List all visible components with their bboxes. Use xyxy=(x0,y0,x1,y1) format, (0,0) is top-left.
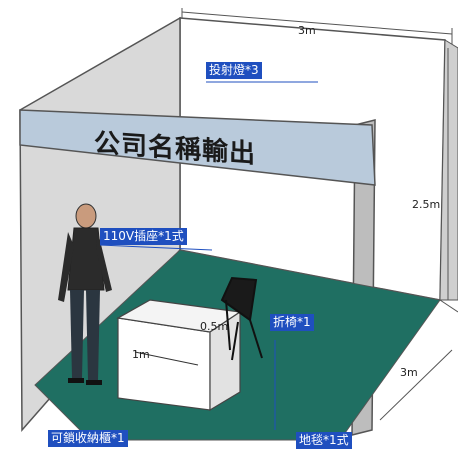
folding-chair xyxy=(220,276,263,361)
top-dimension-line xyxy=(181,11,453,35)
spotlight-label: 投射燈*3 xyxy=(206,62,262,79)
counter-cabinet xyxy=(116,299,242,412)
depth-dimension-line xyxy=(379,349,453,421)
outlet-label: 110V插座*1式 xyxy=(100,228,187,245)
cabinet-label: 可鎖收納櫃*1 xyxy=(48,430,128,447)
depth-guide-top xyxy=(439,299,458,313)
counter-depth-label: 0.5m xyxy=(200,320,229,333)
width-dimension-label: 3m xyxy=(298,24,316,37)
counter-length-label: 1m xyxy=(132,348,150,361)
height-dimension-label: 2.5m xyxy=(412,198,441,211)
fascia-header xyxy=(19,109,376,186)
carpet-label: 地毯*1式 xyxy=(296,432,352,449)
outlet-leader xyxy=(99,244,213,251)
person-figure xyxy=(58,203,112,385)
counter-length-line xyxy=(134,351,199,366)
depth-dimension-label: 3m xyxy=(400,366,418,379)
right-wall-edge xyxy=(439,39,458,301)
chair-label: 折椅*1 xyxy=(270,314,314,331)
